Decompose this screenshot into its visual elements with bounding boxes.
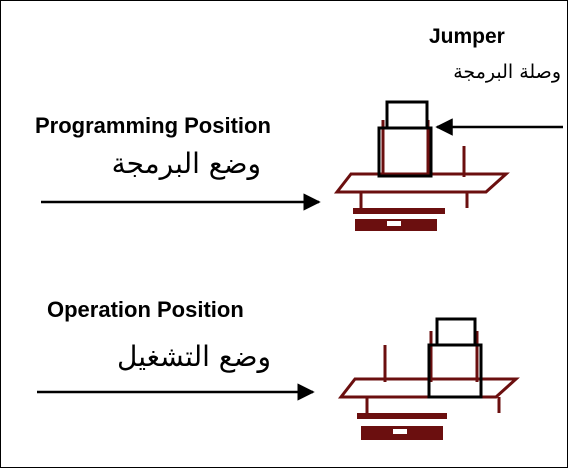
operation-header-base [337, 377, 520, 399]
programming-position-label-arabic: وضع البرمجة [111, 147, 261, 180]
programming-jumper-cap [377, 126, 433, 178]
jumper-label-arabic: وصلة البرمجة [453, 61, 561, 83]
operation-header-pad-top [357, 413, 447, 419]
operation-jumper-cap [427, 343, 483, 399]
operation-jumper-cap-top [435, 317, 477, 347]
jumper-label: Jumper [429, 25, 505, 48]
programming-jumper-cap-top [385, 100, 429, 130]
programming-header-base [333, 172, 510, 194]
operation-header-pad-notch [393, 429, 407, 434]
programming-header-pad-top [353, 208, 445, 214]
programming-header-drawing [333, 100, 510, 231]
operation-header-drawing [337, 317, 520, 440]
operation-position-label: Operation Position [47, 297, 244, 322]
programming-position-label: Programming Position [35, 113, 271, 138]
operation-position-label-arabic: وضع التشغيل [117, 340, 271, 373]
programming-header-pad-notch [387, 221, 401, 226]
